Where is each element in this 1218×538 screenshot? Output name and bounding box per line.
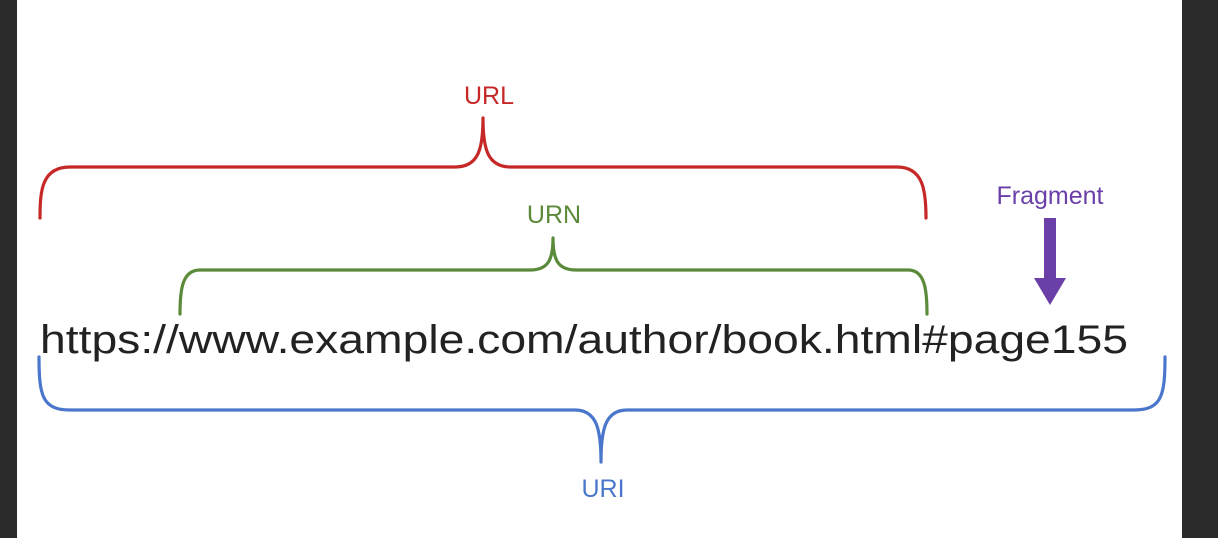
fragment-arrow-shaft: [1044, 218, 1056, 280]
fragment-label: Fragment: [997, 182, 1104, 210]
url-brace: [38, 116, 928, 220]
url-string: https://www.example.com/author/book.html…: [40, 318, 1128, 362]
urn-brace: [178, 236, 929, 316]
urn-label: URN: [527, 201, 581, 229]
uri-label: URI: [581, 475, 624, 503]
uri-brace: [37, 355, 1167, 464]
fragment-arrow-head: [1034, 278, 1066, 305]
url-label: URL: [464, 82, 514, 110]
